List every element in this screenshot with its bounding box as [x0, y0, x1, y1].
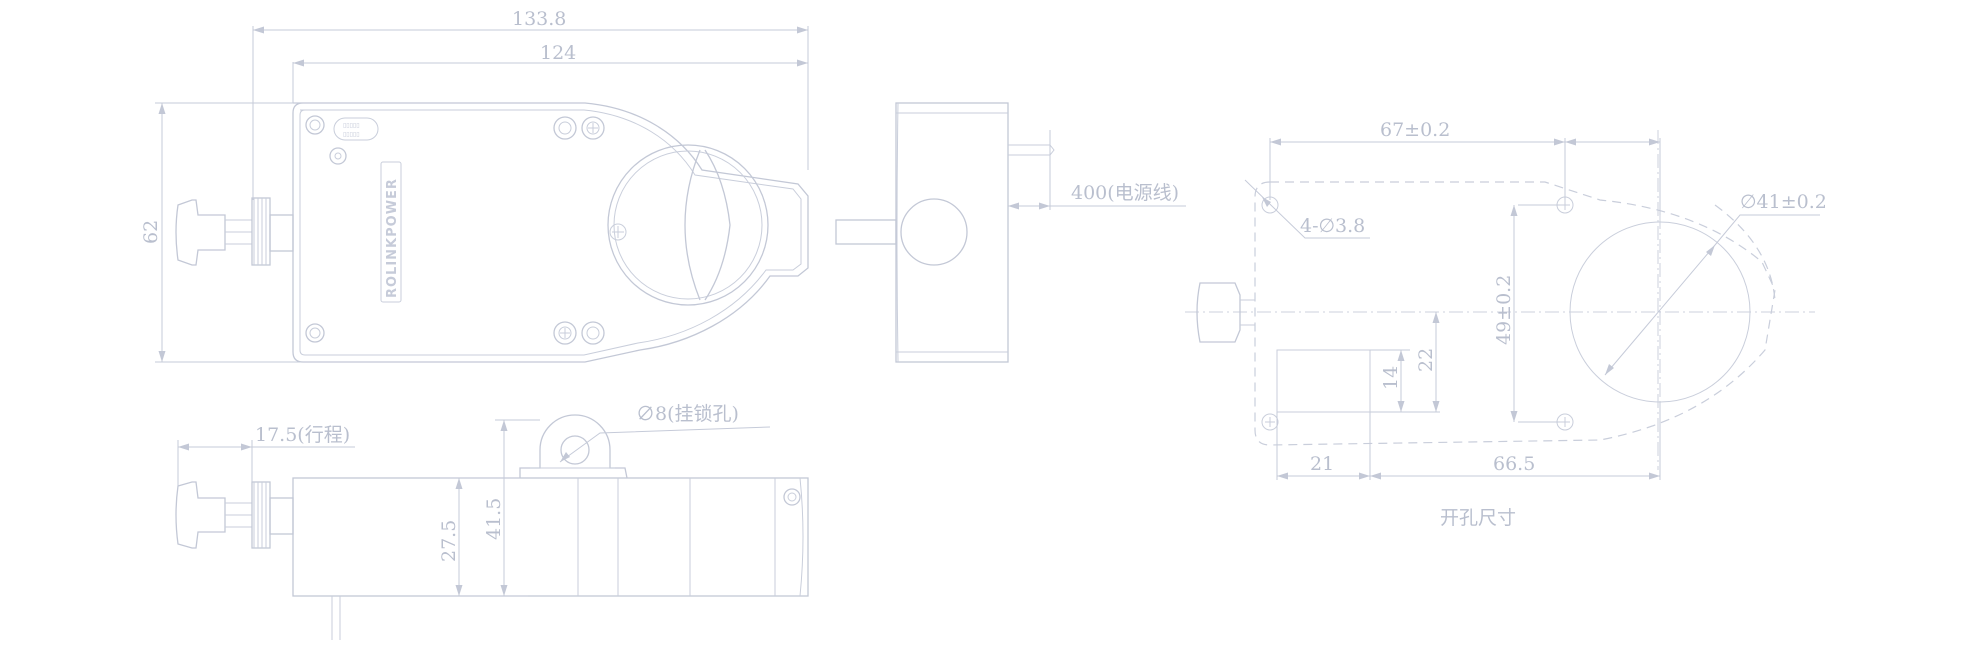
knob-icon — [175, 197, 294, 266]
svg-text:▯▯▯▯▯: ▯▯▯▯▯ — [343, 122, 360, 129]
knob-icon — [175, 481, 294, 549]
dim-overall-length: 133.8 — [512, 8, 566, 30]
side-view — [835, 102, 1055, 363]
dim-22: 22 — [1415, 348, 1437, 372]
dim-stroke: 17.5(行程) — [255, 424, 350, 446]
cable-dimension: 400(电源线) — [1008, 130, 1186, 210]
top-view-dimensions: 17.5(行程) ∅8(挂锁孔) 27.5 41.5 — [177, 403, 771, 597]
front-view: ▯▯▯▯▯ ▯▯▯▯▯ ROLINKPOWER — [175, 102, 809, 363]
dim-total-thickness: 41.5 — [483, 498, 505, 540]
window-circle — [607, 144, 769, 306]
dim-thickness: 27.5 — [438, 520, 460, 562]
dim-height: 62 — [140, 220, 162, 244]
hole-icon — [1261, 196, 1574, 431]
dim-cable: 400(电源线) — [1071, 182, 1179, 204]
dim-lock-hole: ∅8(挂锁孔) — [636, 403, 739, 425]
brand-label: ROLINKPOWER — [385, 178, 400, 298]
svg-text:▯▯▯▯▯: ▯▯▯▯▯ — [343, 131, 360, 138]
dim-body-length: 124 — [540, 42, 576, 64]
dim-hole-spacing-h: 67±0.2 — [1380, 119, 1450, 141]
cutout-title: 开孔尺寸 — [1440, 507, 1516, 529]
dim-21: 21 — [1310, 453, 1334, 475]
top-view — [175, 414, 809, 640]
dim-14: 14 — [1380, 366, 1402, 390]
dim-cutout-dia: ∅41±0.2 — [1740, 191, 1827, 213]
screw-icon — [305, 115, 605, 345]
front-dimensions: 133.8 124 62 — [140, 8, 809, 363]
cutout-view — [1185, 130, 1815, 470]
dim-66-5: 66.5 — [1493, 453, 1535, 475]
dim-holes: 4-∅3.8 — [1300, 215, 1365, 237]
dim-hole-spacing-v: 49±0.2 — [1493, 275, 1515, 345]
cutout-dimensions: 67±0.2 4-∅3.8 ∅41±0.2 49±0.2 14 22 21 66… — [1244, 119, 1827, 529]
